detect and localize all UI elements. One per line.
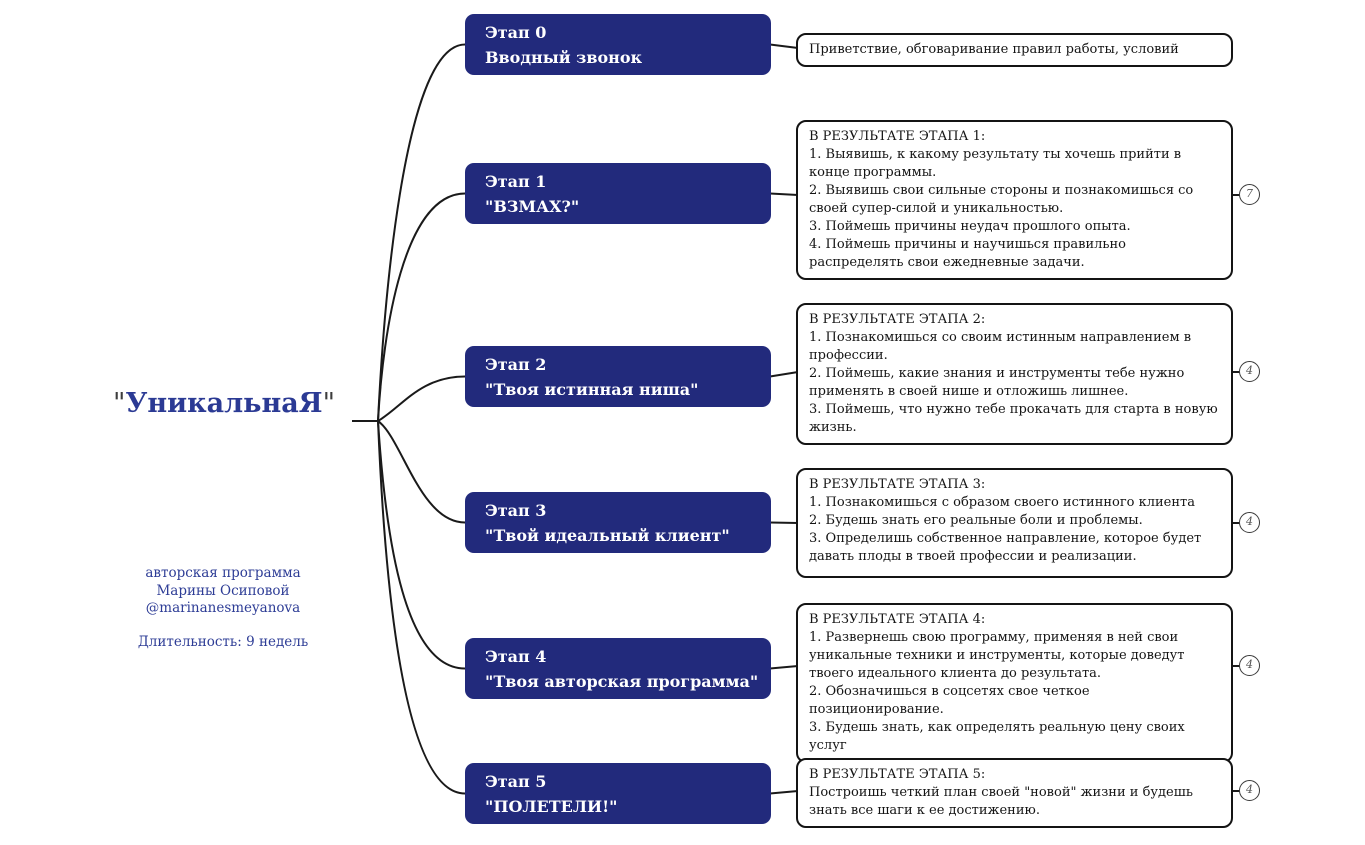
result-item: 3. Определишь собственное направление, к… [809, 531, 1202, 564]
duration-note[interactable]: Длительность: 9 недель [113, 634, 333, 652]
stage-node-4[interactable]: Этап 4 "Твоя авторская программа" [465, 638, 771, 699]
stage-label: Этап 5 [485, 772, 547, 791]
branch-connector-3 [377, 420, 466, 524]
result-node-0[interactable]: Приветствие, обговаривание правил работы… [796, 33, 1233, 67]
stage-result-link-3 [769, 521, 799, 524]
result-node-4[interactable]: В РЕЗУЛЬТАТЕ ЭТАПА 4: 1. Развернешь свою… [796, 603, 1233, 763]
result-header: В РЕЗУЛЬТАТЕ ЭТАПА 1: [809, 129, 986, 144]
result-header: В РЕЗУЛЬТАТЕ ЭТАПА 2: [809, 312, 986, 327]
result-item: 3. Будешь знать, как определять реальную… [809, 720, 1185, 753]
stage-node-2[interactable]: Этап 2 "Твоя истинная ниша" [465, 346, 771, 407]
result-item: 3. Поймешь, что нужно тебе прокачать для… [809, 402, 1218, 435]
result-item: 1. Развернешь свою программу, применяя в… [809, 630, 1185, 681]
collapse-badge-1[interactable]: 7 [1239, 184, 1260, 205]
stage-name: "Твоя истинная ниша" [485, 380, 699, 399]
result-node-5[interactable]: В РЕЗУЛЬТАТЕ ЭТАПА 5: Построишь четкий п… [796, 758, 1233, 828]
stage-result-link-1 [769, 192, 799, 196]
root-topic[interactable]: "УникальнаЯ" [95, 388, 353, 419]
result-item: 3. Поймешь причины неудач прошлого опыта… [809, 219, 1131, 234]
result-header: В РЕЗУЛЬТАТЕ ЭТАПА 4: [809, 612, 986, 627]
result-item: 2. Выявишь свои сильные стороны и познак… [809, 183, 1194, 216]
stage-name: "Твоя авторская программа" [485, 672, 759, 691]
stage-label: Этап 0 [485, 23, 547, 42]
branch-connector-0 [377, 43, 466, 422]
author-note[interactable]: авторская программа Марины Осиповой @mar… [113, 565, 333, 618]
stage-name: "Твой идеальный клиент" [485, 526, 730, 545]
stage-label: Этап 4 [485, 647, 547, 666]
author-note-line: авторская программа [145, 565, 301, 581]
stage-node-1[interactable]: Этап 1 "ВЗМАХ?" [465, 163, 771, 224]
stage-name: "ПОЛЕТЕЛИ!" [485, 797, 618, 816]
result-header: В РЕЗУЛЬТАТЕ ЭТАПА 3: [809, 477, 986, 492]
stage-label: Этап 2 [485, 355, 547, 374]
result-node-2[interactable]: В РЕЗУЛЬТАТЕ ЭТАПА 2: 1. Познакомишься с… [796, 303, 1233, 445]
result-item: 1. Выявишь, к какому результату ты хочеш… [809, 147, 1182, 180]
result-item: Приветствие, обговаривание правил работы… [809, 42, 1179, 57]
stage-label: Этап 3 [485, 501, 547, 520]
branch-connector-5 [377, 420, 466, 795]
collapse-badge-3[interactable]: 4 [1239, 512, 1260, 533]
root-topic-label: УникальнаЯ [125, 388, 323, 419]
result-item: 2. Будешь знать его реальные боли и проб… [809, 513, 1143, 528]
collapse-badge-2[interactable]: 4 [1239, 361, 1260, 382]
branch-connector-1 [377, 192, 466, 422]
collapse-badge-5[interactable]: 4 [1239, 780, 1260, 801]
result-item: 1. Познакомишься с образом своего истинн… [809, 495, 1195, 510]
result-item: 1. Познакомишься со своим истинным напра… [809, 330, 1192, 363]
result-item: 2. Поймешь, какие знания и инструменты т… [809, 366, 1185, 399]
result-node-1[interactable]: В РЕЗУЛЬТАТЕ ЭТАПА 1: 1. Выявишь, к како… [796, 120, 1233, 280]
stage-name: "ВЗМАХ?" [485, 197, 580, 216]
open-quote: " [113, 388, 126, 419]
author-note-line: @marinanesmeyanova [145, 600, 301, 616]
stage-label: Этап 1 [485, 172, 547, 191]
stage-node-5[interactable]: Этап 5 "ПОЛЕТЕЛИ!" [465, 763, 771, 824]
result-node-3[interactable]: В РЕЗУЛЬТАТЕ ЭТАПА 3: 1. Познакомишься с… [796, 468, 1233, 578]
result-item: Построишь четкий план своей "новой" жизн… [809, 785, 1193, 818]
stage-node-3[interactable]: Этап 3 "Твой идеальный клиент" [465, 492, 771, 553]
author-note-line: Марины Осиповой [156, 582, 290, 599]
branch-connector-2 [377, 375, 466, 422]
result-header: В РЕЗУЛЬТАТЕ ЭТАПА 5: [809, 767, 986, 782]
stage-node-0[interactable]: Этап 0 Вводный звонок [465, 14, 771, 75]
close-quote: " [322, 388, 335, 419]
stage-name: Вводный звонок [485, 48, 643, 67]
stage-result-link-4 [769, 665, 799, 670]
stage-result-link-5 [769, 790, 799, 795]
stage-result-link-0 [769, 43, 799, 49]
result-item: 4. Поймешь причины и научишься правильно… [809, 237, 1126, 270]
collapse-badge-4[interactable]: 4 [1239, 655, 1260, 676]
result-item: 2. Обозначишься в соцсетях свое четкое п… [809, 684, 1090, 717]
branch-connector-4 [377, 420, 466, 670]
stage-result-link-2 [769, 371, 799, 378]
duration-label: Длительность: 9 недель [137, 634, 309, 650]
